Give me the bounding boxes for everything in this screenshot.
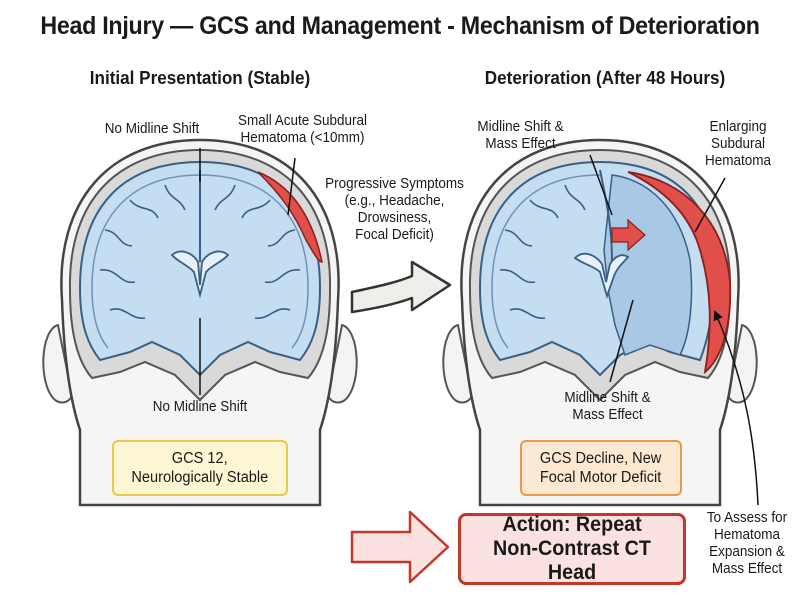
left-hematoma-label-line1: Small Acute Subdural — [238, 113, 367, 129]
assess-leader-arrow — [713, 310, 759, 506]
right-bottom-shift-line1: Midline Shift & — [564, 390, 651, 406]
right-hematoma-label: Enlarging Subdural Hematoma — [695, 119, 781, 170]
decline-status-line1: GCS Decline, New — [540, 450, 662, 467]
right-head-left-ear — [442, 323, 474, 404]
right-hematoma-line2: Subdural — [711, 136, 765, 152]
mass-effect-arrow — [611, 218, 646, 252]
left-head-right-ear — [326, 323, 358, 404]
right-hematoma-leader — [694, 177, 726, 233]
right-bottom-shift-line2: Mass Effect — [572, 407, 643, 423]
transition-label-line1: Progressive Symptoms — [325, 176, 464, 192]
assess-label: To Assess for Hematoma Expansion & Mass … — [698, 510, 797, 578]
right-hematoma-line1: Enlarging — [709, 119, 767, 135]
stable-status-line1: GCS 12, — [172, 450, 228, 467]
action-line2: Non-Contrast CT Head — [493, 537, 651, 584]
assess-line1: To Assess for — [706, 510, 788, 526]
transition-label: Progressive Symptoms (e.g., Headache, Dr… — [318, 176, 471, 244]
left-brain — [78, 160, 322, 377]
stable-status-box: GCS 12, Neurologically Stable — [112, 440, 288, 496]
action-box: Action: Repeat Non-Contrast CT Head — [458, 513, 686, 585]
left-ventricles — [170, 250, 230, 299]
left-hematoma-label: Small Acute Subdural Hematoma (<10mm) — [230, 113, 374, 147]
left-bottom-midline-label: No Midline Shift — [152, 399, 248, 415]
right-bottom-shift-leader — [609, 299, 634, 383]
transition-label-line4: Focal Deficit) — [355, 227, 434, 243]
right-brain-shifted-region — [603, 174, 693, 356]
decline-status-line2: Focal Motor Deficit — [540, 469, 662, 486]
right-large-hematoma — [627, 171, 732, 375]
left-hematoma-label-line2: Hematoma (<10mm) — [240, 130, 365, 146]
right-top-shift-line2: Mass Effect — [485, 136, 556, 152]
action-arrow — [350, 510, 450, 584]
action-line1: Action: Repeat — [502, 513, 642, 536]
left-small-hematoma — [257, 171, 323, 263]
transition-label-line2: (e.g., Headache, — [344, 193, 445, 209]
left-panel-heading: Initial Presentation (Stable) — [89, 68, 311, 88]
decline-status-box: GCS Decline, New Focal Motor Deficit — [520, 440, 682, 496]
right-hematoma-line3: Hematoma — [705, 153, 771, 169]
right-ventricles — [573, 252, 630, 299]
transition-arrow — [350, 260, 452, 314]
left-head-left-ear — [42, 323, 74, 404]
assess-line2: Hematoma — [714, 527, 780, 543]
transition-label-line3: Drowsiness, — [357, 210, 432, 226]
stable-status-line2: Neurologically Stable — [131, 469, 269, 486]
right-shifted-midline — [599, 169, 613, 263]
assess-line4: Mass Effect — [711, 561, 783, 577]
assess-line3: Expansion & — [709, 544, 785, 560]
left-hematoma-leader — [287, 157, 296, 216]
right-panel-heading: Deterioration (After 48 Hours) — [484, 68, 726, 88]
left-top-midline-label: No Midline Shift — [104, 121, 200, 137]
right-top-shift-line1: Midline Shift & — [477, 119, 564, 135]
right-head — [442, 138, 758, 507]
right-bottom-shift-label: Midline Shift & Mass Effect — [549, 390, 665, 424]
diagram-title: Head Injury — GCS and Management - Mecha… — [40, 12, 760, 40]
right-top-shift-leader — [589, 154, 613, 216]
right-top-shift-label: Midline Shift & Mass Effect — [462, 119, 578, 153]
